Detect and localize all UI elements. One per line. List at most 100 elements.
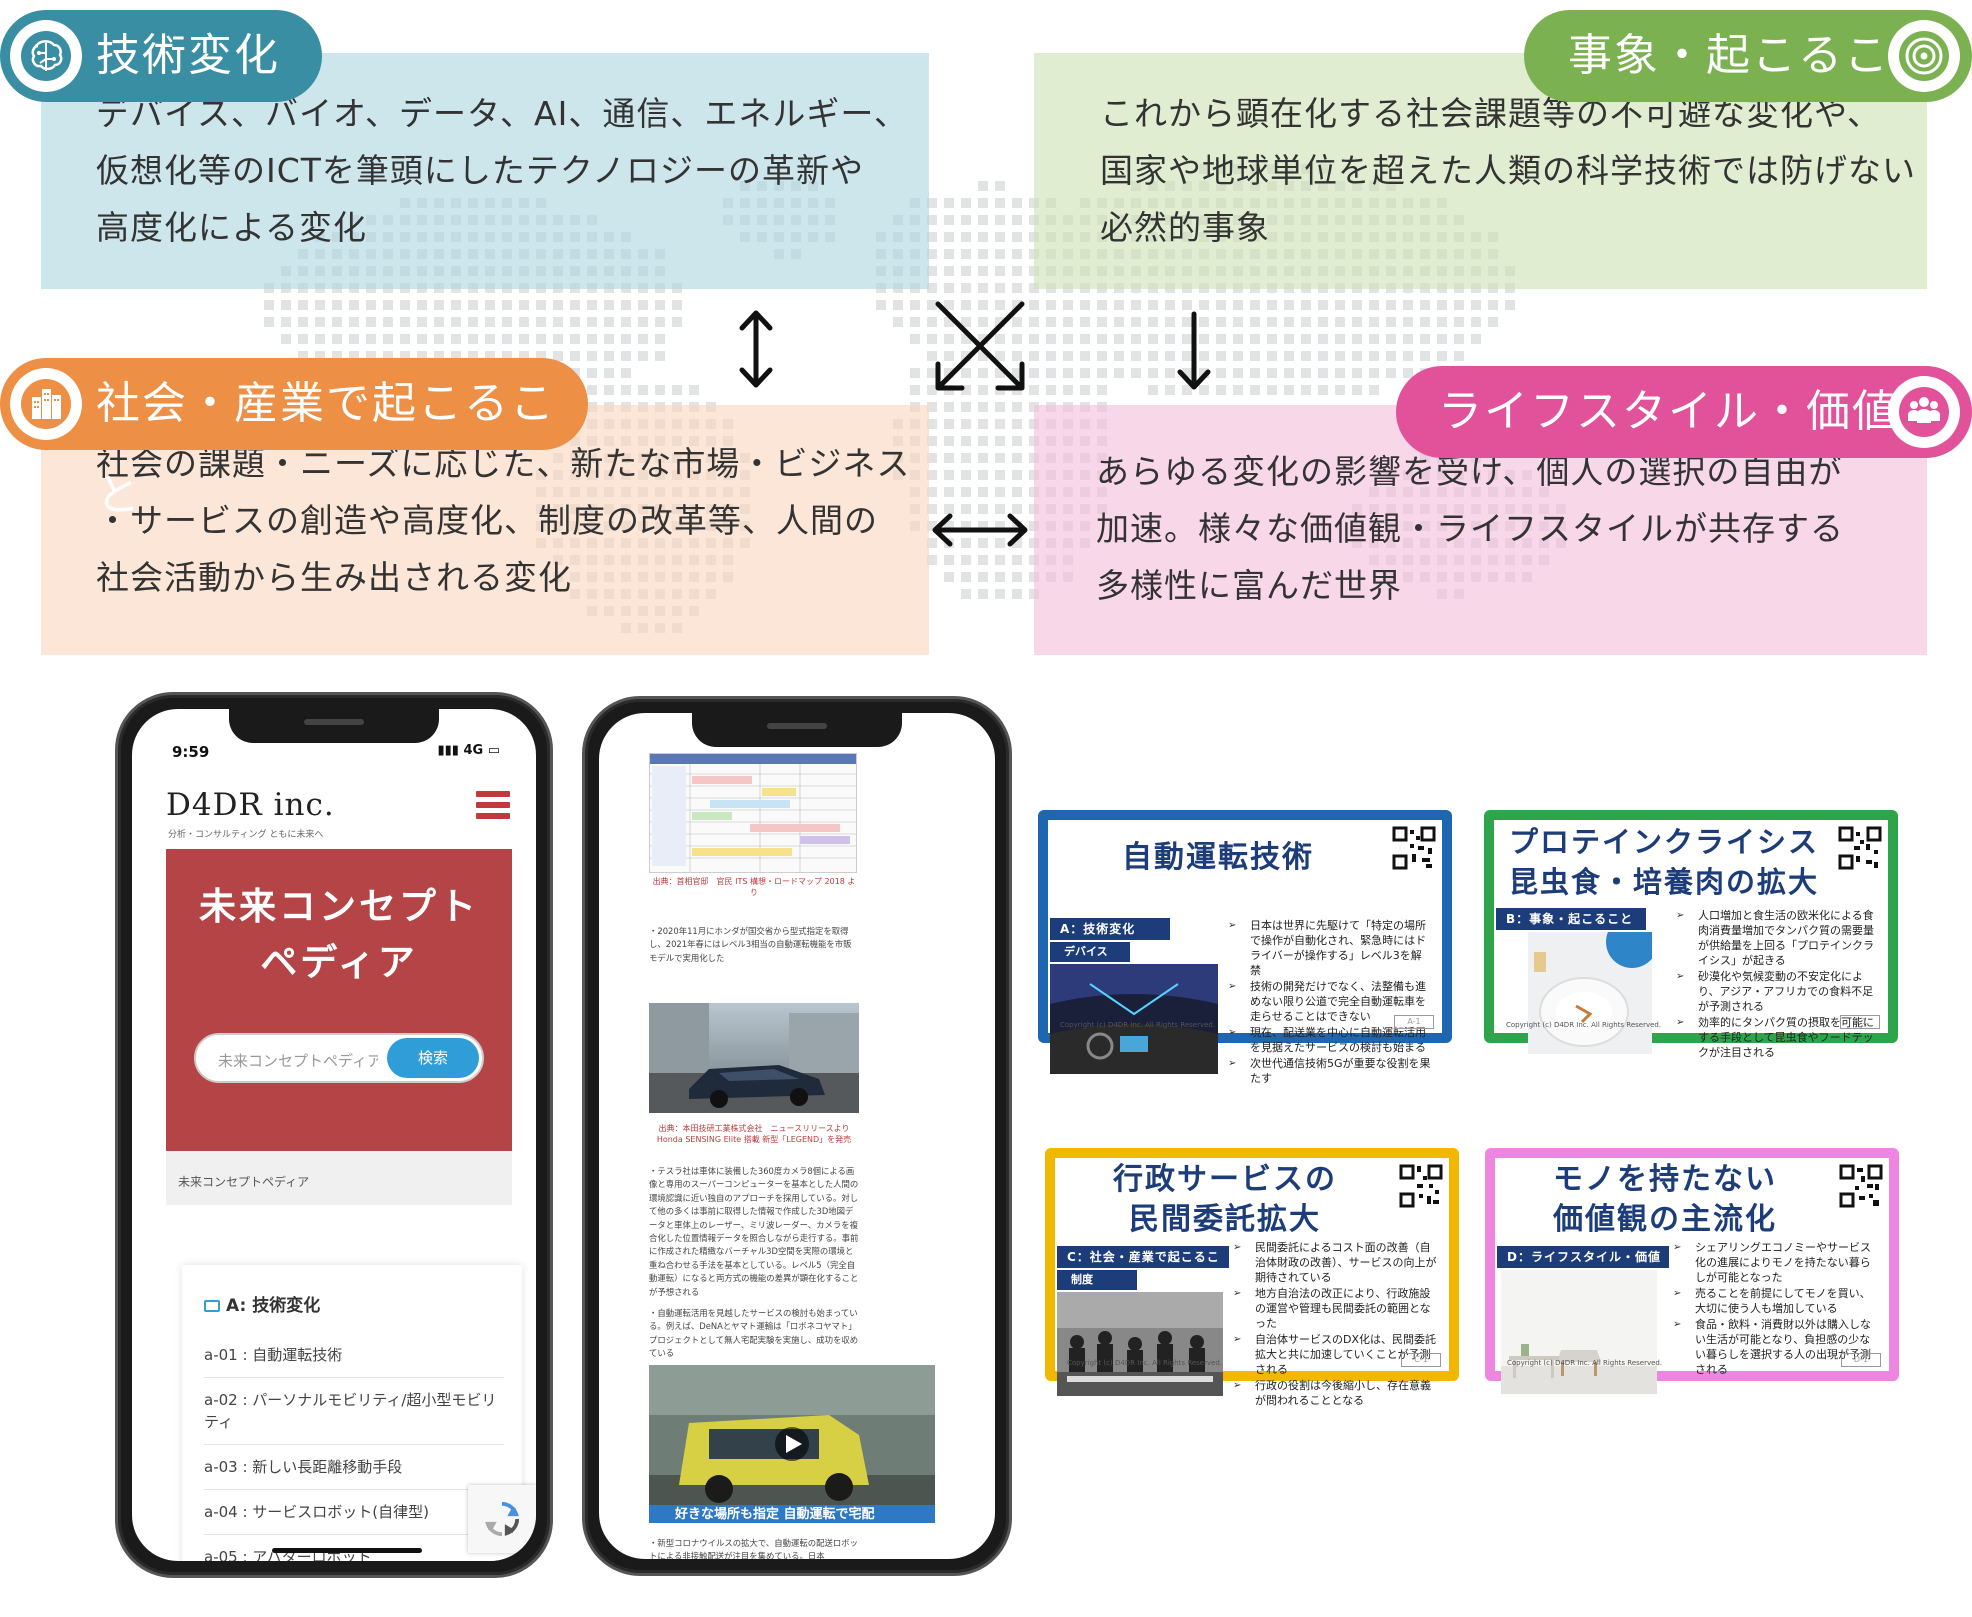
breadcrumb[interactable]: 未来コンセプトペディア [166,1151,512,1205]
map-dot [978,266,988,276]
map-dot [1029,385,1039,395]
map-dot [1318,317,1328,327]
map-dot [400,300,410,310]
map-dot [995,334,1005,344]
concept-slide-protein-crisis[interactable]: プロテインクライシス 昆虫食・培養肉の拡大 B：事象・起こること 人口増加と食生… [1484,810,1898,1059]
map-dot [1250,300,1260,310]
map-dot [570,300,580,310]
buildings-icon [10,368,82,440]
map-dot [1301,368,1311,378]
map-dot [1352,300,1362,310]
list-item[interactable]: a-04 : サービスロボット(自律型) [204,1490,504,1535]
slide-title: 行政サービスの 民間委託拡大 [1113,1162,1337,1237]
map-dot [1046,334,1056,344]
map-dot [1420,317,1430,327]
article-paragraph: ・2020年11月にホンダが国交省から型式指定を取得し、2021年春にはレベル3… [649,926,852,963]
map-dot [927,538,937,548]
social-industry-title: 社会・産業で起こること [0,358,588,521]
map-dot [1488,317,1498,327]
concept-slide-no-ownership[interactable]: モノを持たない 価値観の主流化 D：ライフスタイル・価値観 シェアリングエコノミ… [1485,1148,1899,1394]
map-dot [638,385,648,395]
map-dot [927,436,937,446]
map-dot [944,487,954,497]
map-dot [995,504,1005,514]
map-dot [383,300,393,310]
map-dot [1471,317,1481,327]
list-item[interactable]: a-03 : 新しい長距離移動手段 [204,1445,504,1490]
category-title: A: 技術変化 [204,1291,320,1316]
map-dot [485,317,495,327]
map-dot [995,232,1005,242]
map-dot [961,351,971,361]
map-dot [1114,300,1124,310]
map-dot [587,300,597,310]
map-dot [944,351,954,361]
map-dot [1233,368,1243,378]
map-dot [995,368,1005,378]
slide-photo [1501,1270,1657,1394]
list-item[interactable]: a-01 : 自動運転技術 [204,1333,504,1378]
map-dot [1284,317,1294,327]
map-dot [1233,385,1243,395]
article-paragraph: ・新型コロナウイルスの拡大で、自動運転の配送ロボットによる非接触配送が注目を集め… [649,1538,859,1559]
map-dot [298,317,308,327]
map-dot [1335,351,1345,361]
list-item[interactable]: a-02 : パーソナルモビリティ/超小型モビリティ [204,1378,504,1445]
map-dot [927,521,937,531]
figure-caption[interactable]: 出典：本田技研工業株式会社 ニュースリリースより Honda SENSING E… [656,1124,852,1144]
map-dot [434,300,444,310]
map-dot [1301,300,1311,310]
video-thumbnail[interactable] [649,1365,935,1523]
people-icon [1888,376,1960,448]
concept-slide-autonomous-driving[interactable]: 自動運転技術 A：技術変化 デバイス 日本は世界に先駆けて「特定の場所で操作が自… [1038,810,1452,1085]
map-dot [1012,504,1022,514]
map-dot [978,589,988,599]
site-logo[interactable]: D4DR inc. [166,787,335,823]
map-dot [1097,300,1107,310]
map-dot [1012,300,1022,310]
map-dot [1012,538,1022,548]
map-dot [1097,385,1107,395]
map-dot [1301,334,1311,344]
map-dot [1012,368,1022,378]
map-dot [978,453,988,463]
concept-slide-administrative-outsourcing[interactable]: 行政サービスの 民間委託拡大 C：社会・産業で起こること 制度 民間委託によるコ… [1045,1148,1459,1407]
map-dot [349,334,359,344]
hamburger-menu-icon[interactable] [476,791,510,825]
search-input[interactable]: 未来コンセプトペディア 検索 [194,1033,484,1083]
map-dot [1437,317,1447,327]
map-dot [978,317,988,327]
map-dot [1369,300,1379,310]
map-dot [672,300,682,310]
map-dot [332,300,342,310]
map-dot [944,334,954,344]
map-dot [1131,368,1141,378]
map-dot [961,589,971,599]
map-dot [961,232,971,242]
map-dot [1012,453,1022,463]
map-dot [961,572,971,582]
map-dot [944,555,954,565]
map-dot [927,385,937,395]
map-dot [553,334,563,344]
map-dot [995,181,1005,191]
map-dot [927,266,937,276]
map-dot [944,215,954,225]
map-dot [1488,300,1498,310]
map-dot [944,453,954,463]
map-dot [995,470,1005,480]
search-button[interactable]: 検索 [387,1038,479,1078]
map-dot [519,300,529,310]
map-dot [434,351,444,361]
map-dot [995,249,1005,259]
event-description: これから顕在化する社会課題等の不可避な変化や、 国家や地球単位を超えた人類の科学… [1100,94,1916,247]
map-dot [927,334,937,344]
slide-copyright: Copyright (c) D4DR Inc. All Rights Reser… [1506,1021,1662,1029]
map-dot [995,419,1005,429]
map-dot [927,368,937,378]
figure-caption[interactable]: 出典：首相官邸 官民 ITS 構想・ロードマップ 2018 より [652,877,856,897]
map-dot [1369,385,1379,395]
map-dot [332,351,342,361]
recaptcha-badge[interactable] [468,1485,536,1553]
map-dot [1080,351,1090,361]
